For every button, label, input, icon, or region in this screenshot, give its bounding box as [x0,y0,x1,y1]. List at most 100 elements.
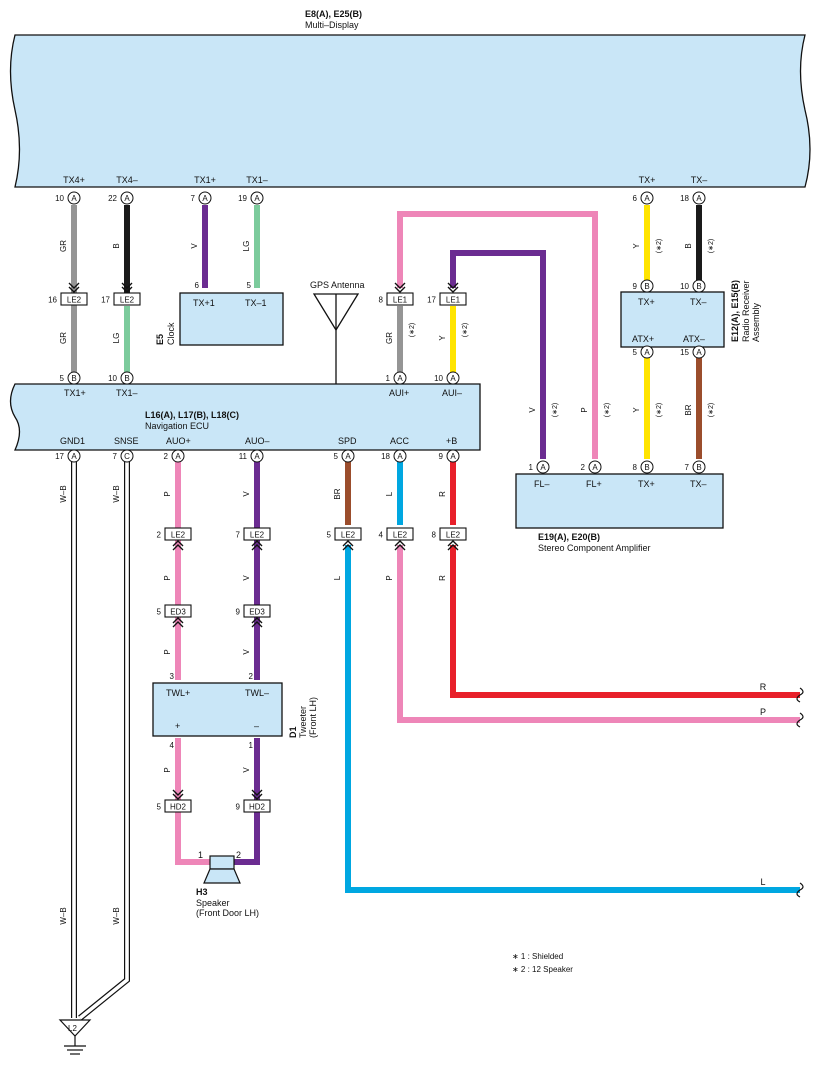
wire-label-p-auo1: P [163,491,172,496]
amp-pin-txm: TX– [690,479,707,489]
conn-le2-16-number: 16 [48,296,57,305]
ecu-pin-auim: AUI– [442,388,462,398]
ecu-bottom-pin-1: C7 [113,449,134,463]
ecu-bottom-pin-5-letter: A [397,452,403,461]
break-mark-r [796,687,804,703]
ecu-pin-auip: AUI+ [389,388,409,398]
rr-bottom-pin-0: A5 [633,345,654,359]
speaker-pin-2: 2 [236,850,241,860]
wire-wb-snse-inner [78,461,129,1020]
wire-r-out [450,545,800,698]
ecu-bottom-pin-6-circle [446,449,460,463]
ecu-bottom-pin-3-letter: A [254,452,260,461]
radio-receiver-name-2: Assembly [751,302,761,342]
wire-label-y-atx: Y [632,407,641,413]
wire-label-r-b: R [438,491,447,497]
speaker-pin-1: 1 [198,850,203,860]
ecu-pin-spd: SPD [338,436,357,446]
radio-receiver-code: E12(A), E15(B) [730,280,740,342]
wire-label-v-auo2: V [242,575,251,581]
conn-ed3-5-number: 5 [157,608,162,617]
radio-receiver-box [620,291,725,348]
ecu-pin-tx1p: TX1+ [64,388,86,398]
speaker-name-2: (Front Door LH) [196,908,259,918]
ecu-pin-acc: ACC [390,436,410,446]
ecu-bottom-pin-0-circle [67,449,81,463]
clock-pin-num-0: 6 [195,281,200,290]
conn-le1-8-box [386,292,414,306]
ecu-top-pin-2-letter: A [397,374,403,383]
amp-pin-0: A1 [529,460,550,474]
conn-le1-8-code: LE1 [393,296,408,305]
md-pin-1-letter: A [124,194,130,203]
ecu-top-pin-3: A10 [434,371,460,385]
multi-display-box [9,34,811,188]
wire-label-wb-snse2: W–B [112,907,121,924]
ecu-bottom-pin-0-number: 17 [55,452,64,461]
conn-le2-bottom-0-code: LE2 [171,531,186,540]
wire-label-out-l: L [760,877,765,887]
ecu-top-pin-0-number: 5 [60,374,65,383]
conn-hd2-5-box [164,799,192,813]
md-pin-name-1: TX4– [116,175,138,185]
multi-display-name: Multi–Display [305,20,359,30]
rr-top-pin-1-circle [692,279,706,293]
md-pin-0-number: 10 [55,194,64,203]
ecu-bottom-pin-5-circle [393,449,407,463]
wire-label-lg-b: LG [112,333,121,344]
rr-top-pin-1-number: 10 [680,282,689,291]
conn-le1-8: LE1 8 [379,282,414,306]
ecu-top-pin-2-number: 1 [386,374,391,383]
amp-pin-3-letter: B [696,463,701,472]
amp-pin-1: A2 [581,460,602,474]
ecu-code: L16(A), L17(B), L18(C) [145,410,239,420]
wire-label-br-spd: BR [333,488,342,499]
note-12-speaker: ∗ 2 : 12 Speaker [512,965,573,974]
wire-label-p-fl: P [580,407,589,412]
rr-top-pin-1: B10 [680,279,706,293]
md-pin-1: A22 [108,191,134,205]
twl-pin-m: TWL– [245,688,269,698]
amp-pin-2-letter: B [644,463,649,472]
conn-le2-bottom-2-code: LE2 [341,531,356,540]
amp-pin-flm: FL– [534,479,550,489]
gps-antenna-symbol [312,293,360,384]
ecu-top-pin-0-circle [67,371,81,385]
ecu-bottom-pin-6-number: 9 [439,452,444,461]
conn-le1-8-number: 8 [379,296,384,305]
ecu-top-pin-1-circle [120,371,134,385]
ecu-top-pin-3-circle [446,371,460,385]
ecu-bottom-pin-5-number: 18 [381,452,390,461]
wire-label-v-auo3: V [242,649,251,655]
conn-le2-bottom-2-box [334,527,362,541]
shield-mark-3: (∗2) [462,323,469,337]
stereo-amp-box [515,473,724,529]
conn-ed3-9-number: 9 [236,608,241,617]
md-pin-0-letter: A [71,194,77,203]
ecu-pin-gnd1: GND1 [60,436,85,446]
break-mark-p [796,712,804,728]
shield-mark-4: (∗2) [552,403,559,417]
ecu-top-pin-2-circle [393,371,407,385]
ecu-bottom-pin-6-letter: A [450,452,456,461]
rr-bottom-pin-0-circle [640,345,654,359]
amp-pin-0-letter: A [540,463,546,472]
rr-top-pin-0-number: 9 [633,282,638,291]
conn-hd2-5-code: HD2 [170,803,187,812]
conn-le2-bottom-1-box [243,527,271,541]
rr-pin-txm: TX– [690,297,707,307]
wire-p-spk [175,738,210,865]
amp-name: Stereo Component Amplifier [538,543,651,553]
wire-label-v-fl: V [528,407,537,413]
amp-pin-2-number: 8 [633,463,638,472]
ecu-bottom-pin-6: A9 [439,449,460,463]
clock-pin-num-1: 5 [247,281,252,290]
twl-pin-p: TWL+ [166,688,190,698]
amp-pin-2-circle [640,460,654,474]
ecu-top-pin-1-number: 10 [108,374,117,383]
wire-label-l-acc: L [385,491,394,496]
md-pin-name-2: TX1+ [194,175,216,185]
wire-label-gr-aui: GR [385,332,394,344]
